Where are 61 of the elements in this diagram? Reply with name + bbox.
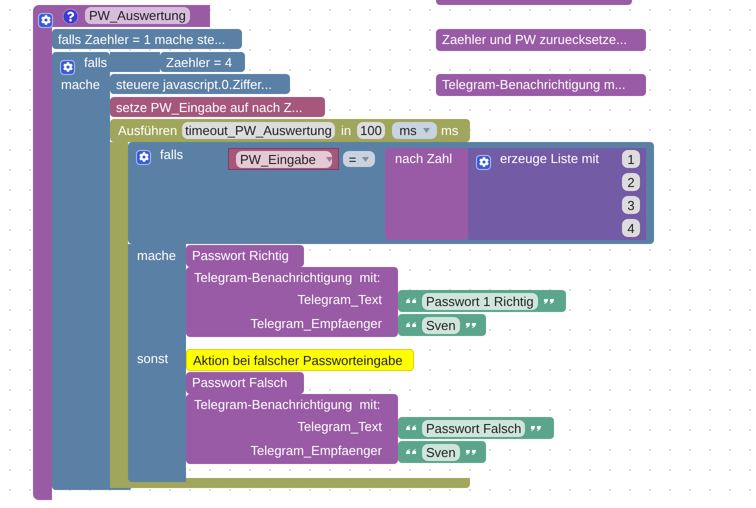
set-variable-block [110,97,325,117]
block-text: falls [84,54,108,72]
block-text: ms [441,122,458,140]
text-value-field: Passwort Falsch [422,420,526,436]
block-text: erzeuge Liste mit [500,150,599,168]
value-field: 100 [357,122,385,139]
text-block [398,417,554,439]
value-field: timeout_PW_Auswertung [182,122,335,139]
block-text: setze PW_Eingabe auf nach Z... [116,99,302,117]
block-text: Zaehler = 4 [166,54,232,72]
block-text: sonst [137,350,168,368]
code-block [436,74,646,96]
text-value-field: Passwort 1 Richtig [422,292,538,310]
timeout-block [110,119,470,142]
block-text: steuere javascript.0.Ziffer... [116,76,272,94]
block-text: Zaehler und PW zuruecksetze... [442,31,627,49]
comment-text: Aktion bei falscher Passworteingabe [193,352,403,370]
code-block [160,52,245,72]
code-block [436,29,646,51]
code-block [186,245,304,267]
dropdown-field: = [343,151,375,167]
dropdown-field: ms [392,122,437,139]
list-block [468,148,646,240]
block-text: Passwort Falsch [192,374,288,392]
variable-name-field: PW_Eingabe [236,151,332,168]
variable-block [228,148,339,170]
value-field: 3 [622,196,640,214]
block-text: Telegram_Empfaenger [250,442,382,460]
function-block-header [33,5,210,27]
code-block [52,29,242,49]
text-block [398,290,566,312]
value-field: 2 [622,173,640,191]
block-text: Telegram_Text [297,418,382,436]
block-text: Telegram-Benachrichtigung mit: [194,396,380,414]
procedure-call-block [186,394,398,464]
block-text: PW_Auswertung [85,7,190,24]
code-block [110,74,290,94]
text-value-field: Sven [422,444,460,460]
text-block [398,441,486,463]
block-text: falls Zaehler = 1 mache ste... [58,31,226,49]
block-text: mache [137,247,176,265]
code-block [52,52,110,490]
value-field: 1 [622,150,640,168]
block-text: Ausführen [118,122,178,140]
text-block [398,314,486,336]
block-text: mache [61,76,100,94]
block-text: Telegram_Empfaenger [250,315,382,333]
block-text: falls [160,146,184,164]
code-block [385,148,468,240]
value-field: 4 [622,219,640,237]
block-text: Telegram-Benachrichtigung m... [442,76,626,94]
block-text: Passwort Richtig [192,247,289,265]
procedure-call-block [186,267,398,337]
comment-block [186,349,414,371]
block-text: Telegram-Benachrichtigung mit: [194,269,380,287]
block-text: Telegram_Text [297,291,382,309]
code-block [128,142,654,244]
text-value-field: Sven [422,316,460,334]
block-text: nach Zahl [395,150,452,168]
code-block [186,372,304,394]
block-text: in [341,122,352,140]
